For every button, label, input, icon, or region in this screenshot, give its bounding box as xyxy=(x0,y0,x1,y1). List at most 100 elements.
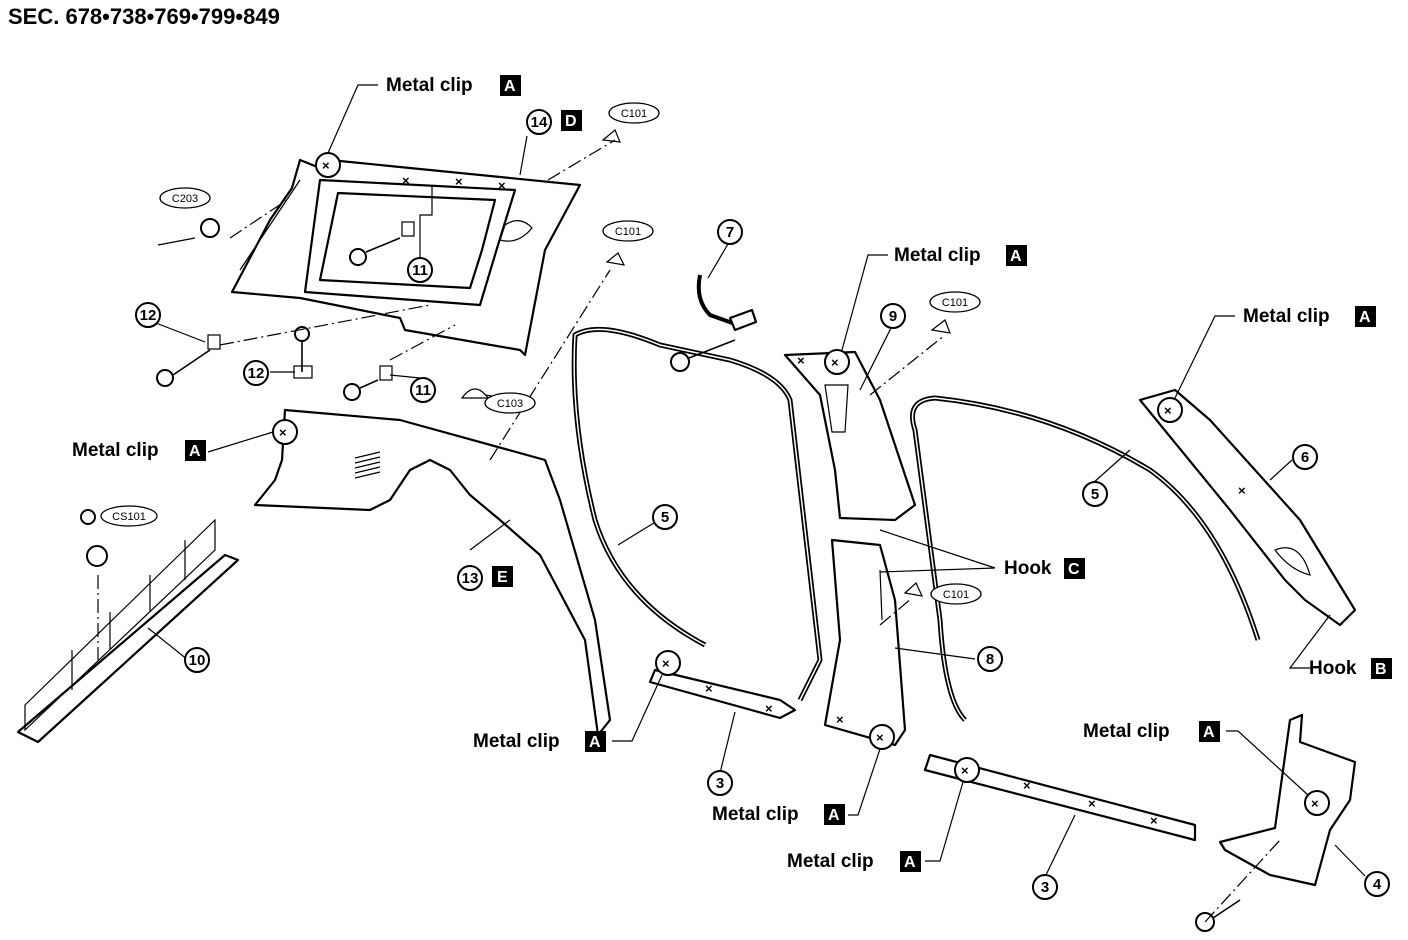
svg-text:×: × xyxy=(455,174,463,189)
svg-text:×: × xyxy=(961,763,969,778)
svg-text:C101: C101 xyxy=(943,589,969,601)
svg-text:C101: C101 xyxy=(942,297,968,309)
section-reference: SEC. 678•738•769•799•849 xyxy=(8,4,280,29)
callout-letter: A xyxy=(1010,248,1022,265)
vent-grille xyxy=(354,451,381,479)
svg-text:×: × xyxy=(1023,778,1031,793)
callout-label: Metal clip xyxy=(894,245,981,266)
part-9-pillar-upper: × xyxy=(783,350,917,522)
part-number-6: 6 xyxy=(1292,444,1318,470)
part-number-11-upper: 11 xyxy=(407,257,433,283)
svg-text:C203: C203 xyxy=(172,193,198,205)
part-number-14: 14 D xyxy=(526,109,582,135)
callout-metal-clip-7: Metal clip A xyxy=(787,851,921,872)
svg-text:11: 11 xyxy=(415,382,431,399)
svg-text:14: 14 xyxy=(531,114,548,131)
part-7-belt-guide xyxy=(696,274,758,332)
svg-text:×: × xyxy=(279,425,287,440)
part-number-3-right: 3 xyxy=(1032,874,1058,900)
part-number-13: 13 E xyxy=(457,565,513,591)
svg-text:×: × xyxy=(876,730,884,745)
code-cs101: CS101 xyxy=(100,505,158,527)
code-c101-mid: C101 xyxy=(602,220,654,242)
svg-text:×: × xyxy=(831,355,839,370)
callout-letter: A xyxy=(828,807,840,824)
part-5-weatherstrip-right xyxy=(910,395,1261,722)
svg-text:5: 5 xyxy=(1091,486,1099,503)
part-3-kicking-plate-right: × × × xyxy=(923,753,1197,842)
svg-text:E: E xyxy=(497,569,508,586)
callout-letter: B xyxy=(1375,661,1387,678)
svg-text:×: × xyxy=(1088,796,1096,811)
svg-text:C101: C101 xyxy=(621,108,647,120)
part-number-9: 9 xyxy=(880,303,906,329)
part-number-5-right: 5 xyxy=(1082,481,1108,507)
svg-text:12: 12 xyxy=(140,307,157,324)
callout-metal-clip-6: Metal clip A xyxy=(712,804,845,825)
svg-text:×: × xyxy=(797,353,805,368)
svg-text:×: × xyxy=(402,173,410,188)
code-c203: C203 xyxy=(159,187,211,209)
part-number-3-left: 3 xyxy=(707,770,733,796)
callout-letter: A xyxy=(589,734,601,751)
part-5-weatherstrip-left xyxy=(571,326,823,702)
part-number-5-left: 5 xyxy=(652,504,678,530)
leader-lines xyxy=(142,84,1366,878)
callout-metal-clip-4: Metal clip A xyxy=(1243,306,1376,327)
callout-letter: A xyxy=(1203,724,1215,741)
code-c101-right: C101 xyxy=(929,291,981,313)
callout-label: Metal clip xyxy=(386,75,473,96)
part-number-12-lower: 12 xyxy=(243,360,269,386)
callout-letter: A xyxy=(904,854,916,871)
part-4-corner-trim xyxy=(1218,713,1357,887)
svg-text:7: 7 xyxy=(726,224,734,241)
svg-text:D: D xyxy=(565,113,577,130)
part-10-sill-plate xyxy=(16,518,240,744)
callout-letter: A xyxy=(189,443,201,460)
svg-text:C101: C101 xyxy=(615,226,641,238)
svg-text:CS101: CS101 xyxy=(112,511,146,523)
part-6-c-pillar-trim: × xyxy=(1138,388,1357,627)
callout-label: Metal clip xyxy=(787,851,874,872)
svg-text:×: × xyxy=(662,656,670,671)
svg-text:×: × xyxy=(1311,796,1319,811)
svg-text:×: × xyxy=(1164,403,1172,418)
svg-text:×: × xyxy=(322,158,330,173)
callout-metal-clip-3: Metal clip A xyxy=(894,245,1027,266)
callout-hook-b: Hook B xyxy=(1309,658,1392,679)
svg-text:3: 3 xyxy=(716,775,724,792)
svg-text:5: 5 xyxy=(661,509,669,526)
svg-text:9: 9 xyxy=(889,308,897,325)
part-number-4: 4 xyxy=(1364,871,1390,897)
part-number-8: 8 xyxy=(977,646,1003,672)
svg-text:×: × xyxy=(1238,483,1246,498)
callout-label: Metal clip xyxy=(712,804,799,825)
part-number-11-lower: 11 xyxy=(410,377,436,403)
callout-letter: A xyxy=(504,78,516,95)
svg-text:×: × xyxy=(705,681,713,696)
callout-letter: A xyxy=(1359,309,1371,326)
svg-text:×: × xyxy=(765,701,773,716)
callout-label: Metal clip xyxy=(72,440,159,461)
part-13-lower-rear-trim xyxy=(253,408,612,737)
svg-text:11: 11 xyxy=(412,262,428,279)
callout-label: Metal clip xyxy=(1083,721,1170,742)
callout-metal-clip-5: Metal clip A xyxy=(473,731,606,752)
svg-text:C103: C103 xyxy=(497,398,523,410)
part-number-7: 7 xyxy=(717,219,743,245)
svg-text:×: × xyxy=(498,178,506,193)
svg-text:8: 8 xyxy=(986,651,994,668)
svg-text:13: 13 xyxy=(462,570,479,587)
svg-text:3: 3 xyxy=(1041,879,1049,896)
svg-text:10: 10 xyxy=(189,652,206,669)
callout-label: Hook xyxy=(1309,658,1357,679)
callout-metal-clip-2: Metal clip A xyxy=(72,440,206,461)
svg-text:4: 4 xyxy=(1373,876,1382,893)
callout-label: Hook xyxy=(1004,558,1052,579)
callout-label: Metal clip xyxy=(1243,306,1330,327)
callout-metal-clip-8: Metal clip A xyxy=(1083,721,1220,742)
svg-text:×: × xyxy=(836,712,844,727)
code-c103: C103 xyxy=(484,392,536,414)
svg-text:12: 12 xyxy=(248,365,265,382)
